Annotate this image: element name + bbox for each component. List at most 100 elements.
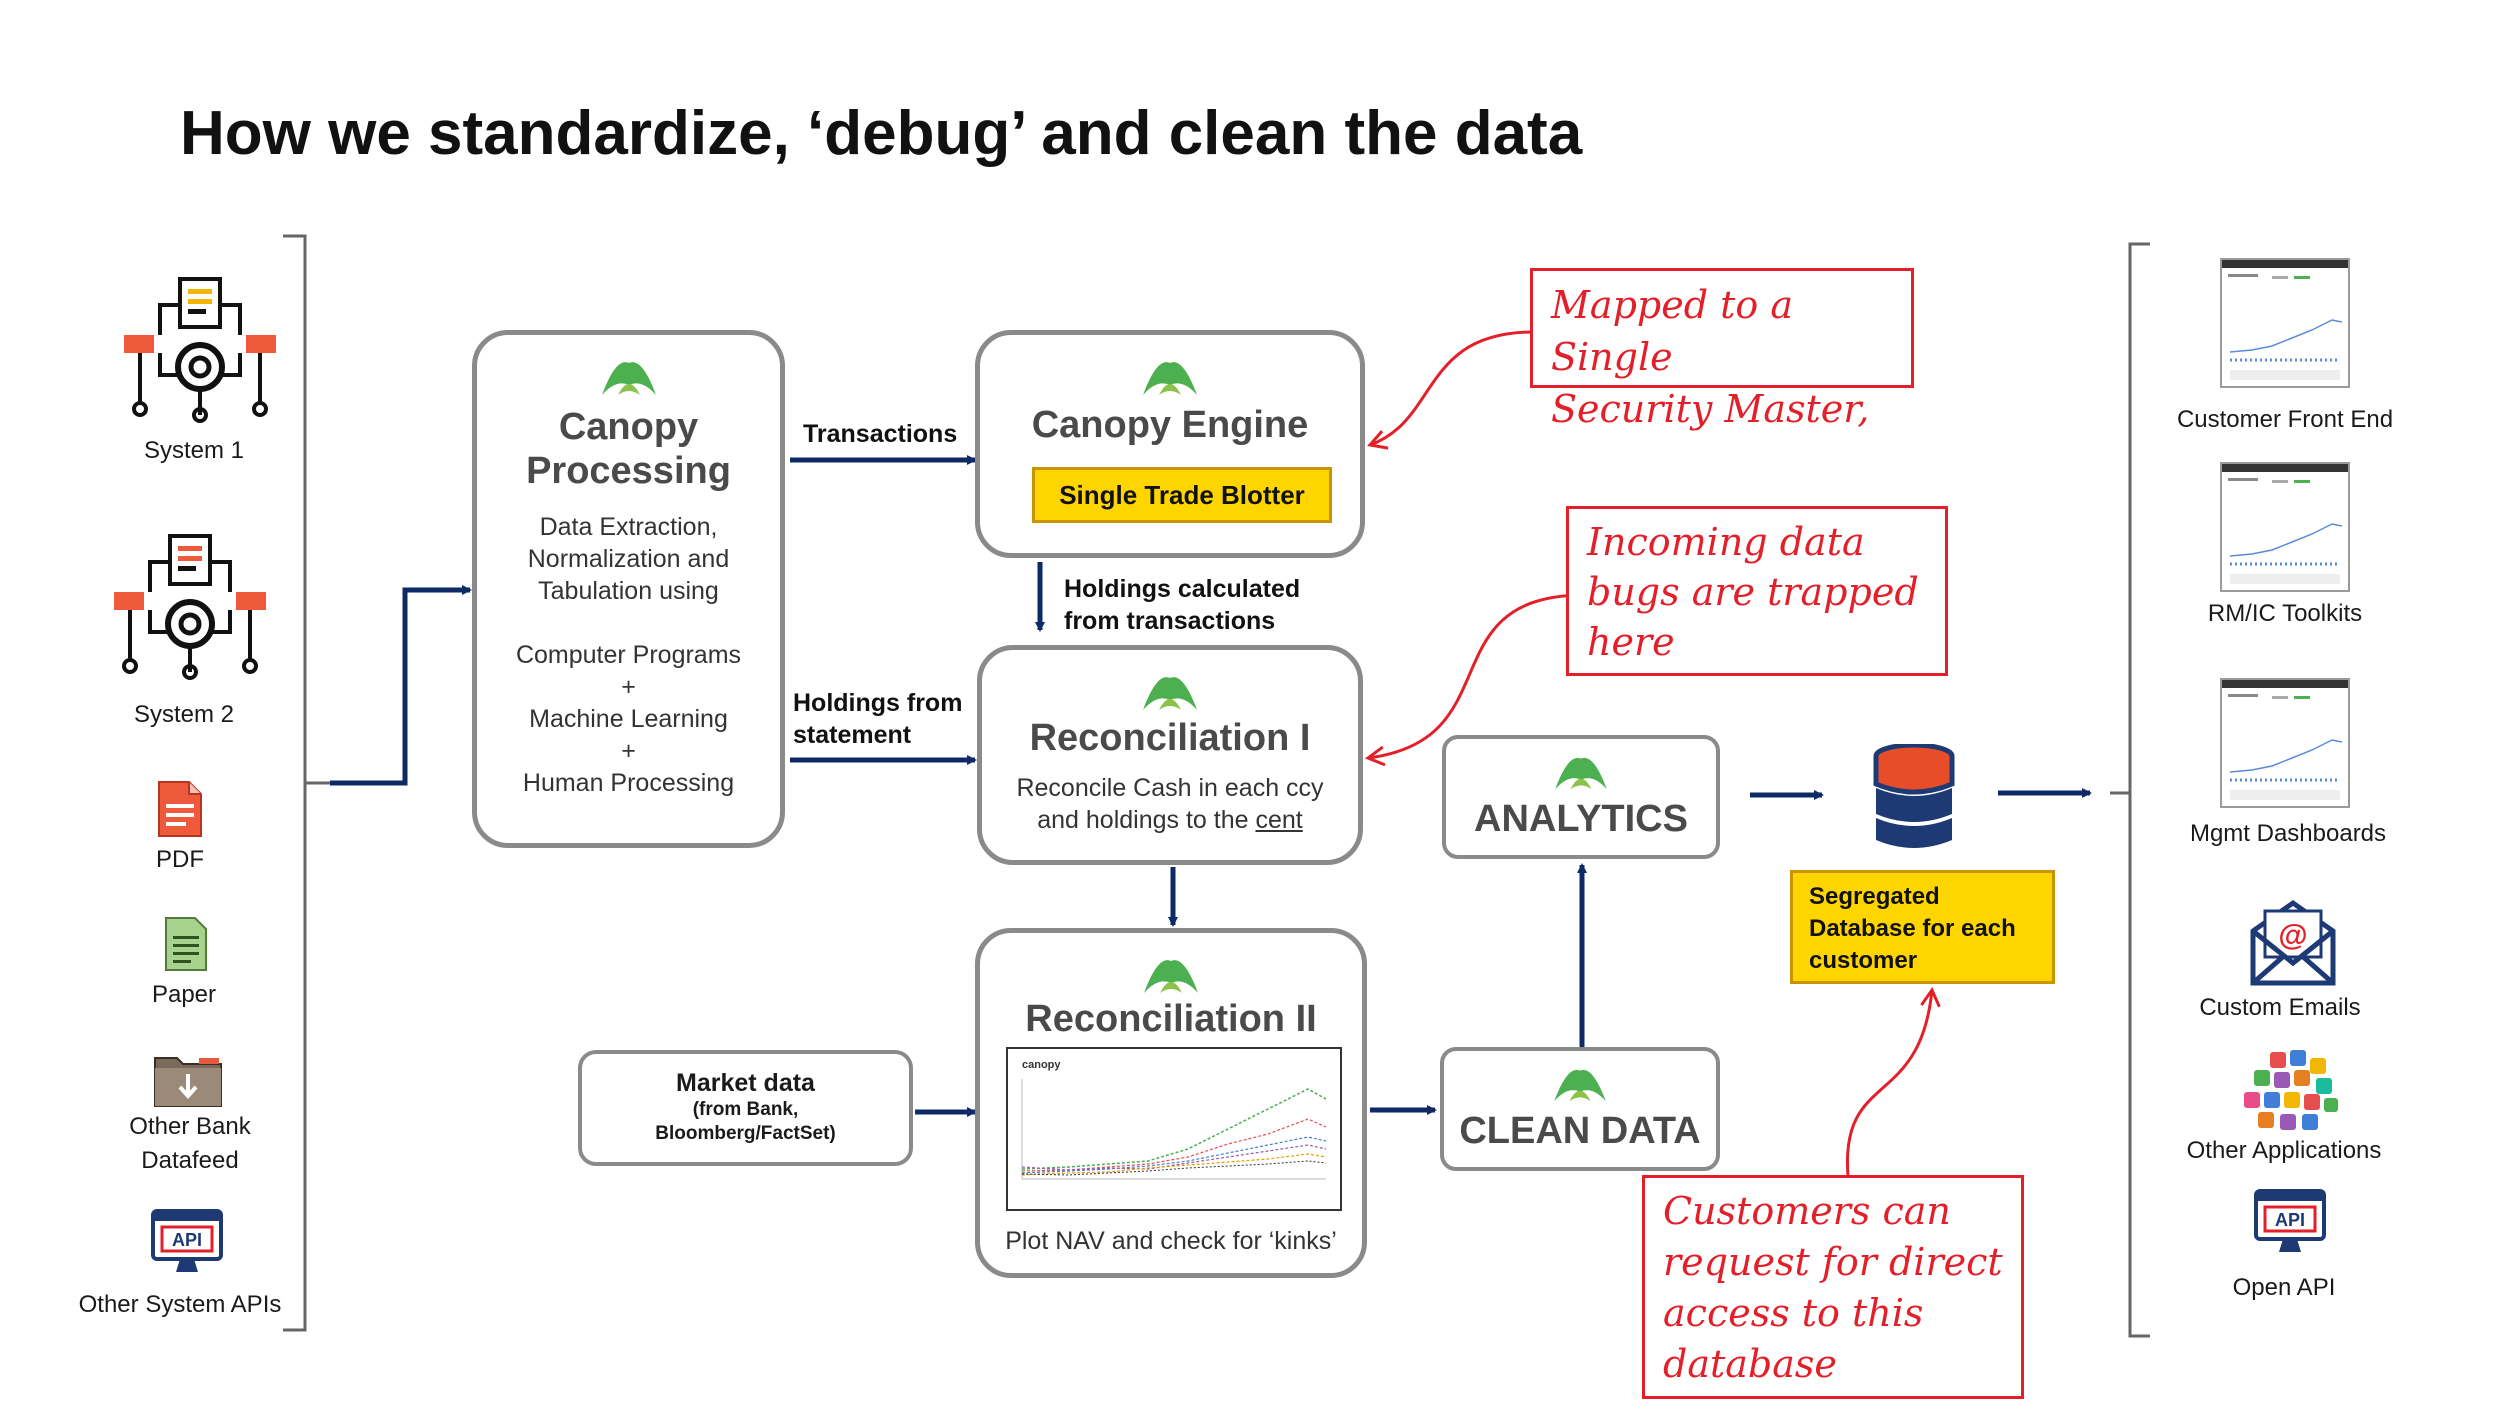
- market-sub-line1: (from Bank,: [692, 1099, 799, 1120]
- market-data-box: Market data (from Bank, Bloomberg/FactSe…: [578, 1050, 913, 1166]
- dashboard-screenshot-icon: [2222, 464, 2348, 584]
- nav-chart-brand: canopy: [1022, 1059, 1061, 1071]
- processing-method-2: Machine Learning: [529, 705, 728, 733]
- source-label-system-2: System 2: [133, 701, 235, 728]
- source-label-pdf: PDF: [156, 846, 204, 873]
- processing-title-line2: Processing: [526, 450, 731, 492]
- canopy-engine-box: Canopy Engine Single Trade Blotter: [975, 330, 1365, 558]
- recon1-title: Reconciliation I: [1029, 717, 1311, 759]
- reconciliation-1-box: Reconciliation I Reconcile Cash in each …: [977, 645, 1363, 865]
- dashboard-screenshot-icon: [2222, 680, 2348, 800]
- analytics-title: ANALYTICS: [1474, 798, 1688, 840]
- svg-text:API: API: [172, 1230, 202, 1250]
- source-label-other-bank: Other Bank Datafeed: [60, 1110, 320, 1178]
- system-flow-icon: [124, 277, 276, 423]
- callout-arrow-security: [1367, 330, 1539, 450]
- note-security-master: Mapped to a Single Security Master,: [1530, 268, 1914, 431]
- source-system-2: [110, 532, 270, 682]
- output-other-applications: [2240, 1048, 2340, 1139]
- canopy-logo-icon: [1143, 362, 1197, 395]
- source-label-other-apis: Other System APIs: [78, 1291, 282, 1318]
- source-label-paper: Paper: [151, 981, 217, 1008]
- processing-plus-2: +: [621, 737, 636, 765]
- source-label-other-bank-text: Other Bank Datafeed: [129, 1113, 251, 1174]
- note-bugs-trapped: Incoming data bugs are trapped here: [1566, 506, 1948, 676]
- edge-label-holdings-statement-line2: statement: [793, 721, 912, 749]
- output-label-mgmt-dashboards: Mgmt Dashboards: [2189, 820, 2387, 847]
- note-customers-line3: access to this: [1663, 1291, 1924, 1335]
- pdf-icon: [158, 781, 202, 837]
- api-monitor-icon: API: [2254, 1189, 2326, 1252]
- segregated-database-label: Segregated Database for each customer: [1790, 870, 2055, 984]
- canopy-logo-icon: [1555, 757, 1607, 790]
- left-brace: [283, 234, 330, 1332]
- source-label-system-1: System 1: [143, 437, 245, 464]
- output-mgmt-dashboards: [2220, 678, 2350, 808]
- source-pdf: [155, 780, 205, 843]
- email-icon: @: [2250, 899, 2336, 986]
- market-sub-line2: Bloomberg/FactSet): [655, 1123, 836, 1144]
- database-line3: customer: [1809, 947, 1918, 974]
- note-bugs-line1: Incoming data: [1587, 520, 1865, 564]
- svg-text:@: @: [2278, 919, 2307, 952]
- right-brace: [2110, 242, 2150, 1338]
- nav-chart-thumbnail: canopy: [1006, 1047, 1342, 1211]
- paper-document-icon: [165, 917, 207, 971]
- note-customers-line4: database: [1663, 1342, 1837, 1386]
- page-title: How we standardize, ‘debug’ and clean th…: [180, 99, 1583, 168]
- output-customer-front-end: [2220, 258, 2350, 388]
- note-customers-line2: request for direct: [1663, 1240, 2003, 1284]
- canopy-logo-icon: [1143, 677, 1197, 710]
- edge-label-holdings-calculated-line1: Holdings calculated: [1064, 575, 1301, 603]
- note-security-line2: Security Master,: [1551, 387, 1870, 431]
- dashboard-screenshot-icon: [2222, 260, 2348, 380]
- database-cylinder: [1872, 742, 1956, 857]
- edge-label-holdings-statement: Holdings from statement: [793, 687, 962, 751]
- api-monitor-icon: API: [151, 1209, 223, 1272]
- recon1-body-line1: Reconcile Cash in each ccy: [1016, 774, 1324, 802]
- recon1-body-line2-text: and holdings to the: [1037, 806, 1256, 834]
- edge-label-holdings-calculated: Holdings calculated from transactions: [1064, 573, 1300, 637]
- output-custom-emails: @: [2245, 897, 2341, 992]
- recon1-body-line2: and holdings to the cent: [982, 804, 1358, 836]
- output-label-open-api: Open API: [2232, 1274, 2336, 1301]
- processing-method-3: Human Processing: [522, 769, 735, 797]
- canopy-logo-icon: [1144, 960, 1198, 993]
- output-open-api: API: [2253, 1188, 2327, 1261]
- processing-body-line1: Data Extraction,: [539, 513, 718, 541]
- note-security-line1: Mapped to a Single: [1551, 283, 1793, 379]
- processing-method-1: Computer Programs: [515, 641, 742, 669]
- callout-arrow-customers: [1845, 986, 1941, 1177]
- canopy-processing-box: Canopy Processing Data Extraction, Norma…: [472, 330, 785, 848]
- clean-title: CLEAN DATA: [1459, 1110, 1701, 1152]
- processing-body-line2: Normalization and: [527, 545, 730, 573]
- edge-label-holdings-statement-line1: Holdings from: [793, 689, 963, 717]
- system-flow-icon: [114, 534, 266, 680]
- folder-download-icon: [154, 1057, 222, 1107]
- clean-data-box: CLEAN DATA: [1440, 1047, 1720, 1171]
- edge-label-transactions: Transactions: [803, 420, 958, 448]
- note-bugs-line3: here: [1587, 620, 1675, 664]
- recon2-caption: Plot NAV and check for ‘kinks’: [1005, 1227, 1337, 1255]
- output-label-custom-emails: Custom Emails: [2199, 994, 2361, 1021]
- database-icon: [1873, 742, 1955, 848]
- source-system-1: [120, 275, 280, 425]
- canopy-logo-icon: [1554, 1069, 1606, 1102]
- processing-body-line3: Tabulation using: [538, 577, 719, 605]
- processing-plus-1: +: [621, 673, 636, 701]
- canopy-logo-icon: [601, 362, 656, 395]
- callout-arrow-bugs: [1364, 593, 1579, 767]
- processing-title-line1: Canopy: [558, 406, 699, 448]
- source-other-apis: API: [150, 1208, 224, 1281]
- analytics-box: ANALYTICS: [1442, 735, 1720, 859]
- note-customers-line1: Customers can: [1663, 1189, 1951, 1233]
- output-label-rm-ic-toolkits: RM/IC Toolkits: [2207, 600, 2363, 627]
- app-cloud-icon: [2244, 1050, 2338, 1130]
- engine-title: Canopy Engine: [1031, 404, 1309, 446]
- source-other-bank: [153, 1052, 223, 1113]
- output-label-customer-front-end: Customer Front End: [2176, 406, 2394, 433]
- note-bugs-line2: bugs are trapped: [1587, 570, 1919, 614]
- source-paper: [163, 916, 209, 977]
- market-title: Market data: [676, 1069, 815, 1097]
